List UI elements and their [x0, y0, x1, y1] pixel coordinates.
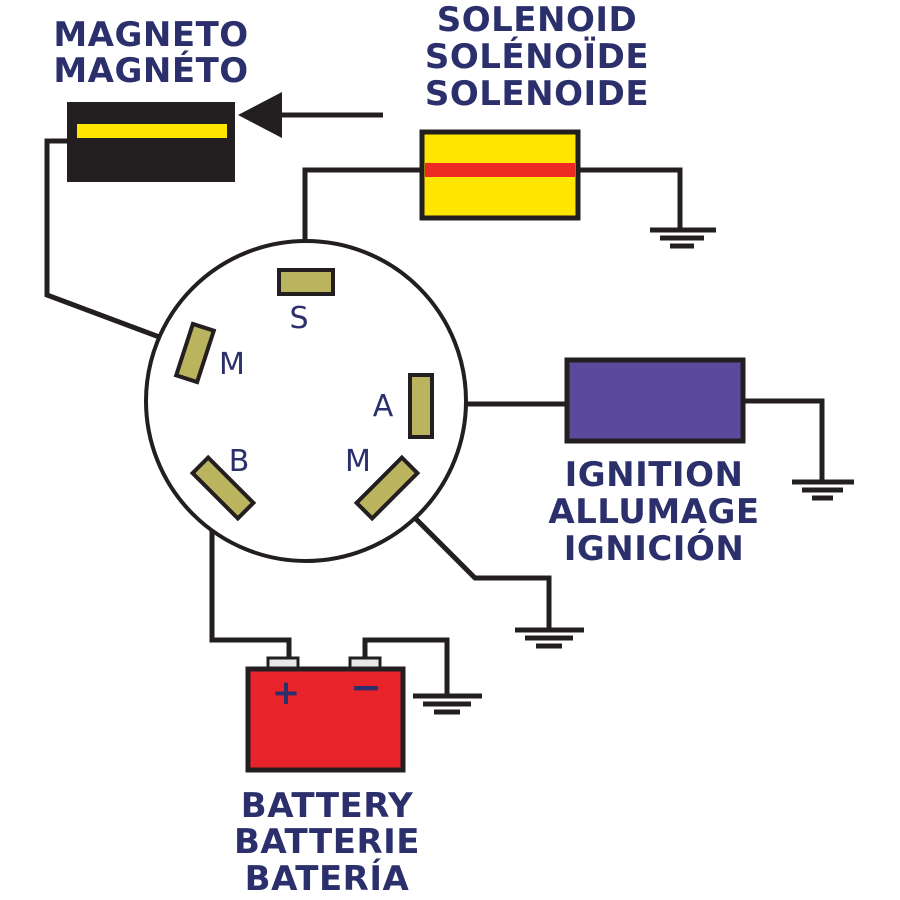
wire-ignition-to-ground — [740, 398, 825, 485]
solenoid-stripe — [425, 163, 575, 177]
battery-label-en: BATTERY — [241, 786, 413, 826]
magneto-stripe — [77, 124, 227, 138]
terminal-m-right — [353, 454, 421, 522]
magneto-label-en: MAGNETO — [53, 15, 248, 55]
wire-magneto-to-m — [44, 138, 190, 351]
wire-battery-to-ground — [362, 637, 450, 699]
wire-b-to-battery — [209, 491, 292, 661]
ignition-label-en: IGNITION — [565, 455, 744, 495]
ignition-label-es: IGNICIÓN — [564, 528, 745, 569]
wire-s-to-solenoid — [302, 167, 427, 273]
terminal-s-label: S — [289, 301, 308, 336]
battery-component: + − — [245, 656, 406, 773]
solenoid-label-en: SOLENOID — [437, 0, 638, 40]
ground-icon — [413, 693, 482, 715]
terminal-b — [189, 454, 257, 522]
terminal-m-left — [173, 321, 217, 385]
terminal-b-label: B — [229, 444, 250, 479]
terminal-m-left-label: M — [219, 347, 245, 382]
ground-icon — [515, 627, 584, 649]
battery-label-es: BATERÍA — [245, 858, 410, 899]
ignition-body — [564, 357, 746, 444]
solenoid-label: SOLENOID SOLÉNOÏDE SOLENOIDE — [425, 0, 649, 114]
solenoid-label-es: SOLENOIDE — [425, 74, 649, 114]
magneto-label-fr: MAGNÉTO — [53, 50, 248, 91]
battery-body — [245, 666, 406, 773]
arrow-solenoid-to-magneto — [238, 92, 383, 138]
magneto-component — [67, 102, 235, 182]
battery-label: BATTERY BATTERIE BATERÍA — [234, 786, 420, 899]
terminal-a — [408, 373, 434, 439]
terminal-s — [277, 268, 335, 296]
battery-label-fr: BATTERIE — [234, 822, 420, 862]
wire-m-to-ground — [386, 489, 552, 633]
magneto-body — [67, 102, 235, 182]
ignition-label: IGNITION ALLUMAGE IGNICIÓN — [548, 455, 759, 569]
wire-solenoid-to-ground — [575, 167, 683, 233]
battery-negative-sign: − — [350, 665, 382, 709]
solenoid-component — [419, 129, 581, 221]
magneto-label: MAGNETO MAGNÉTO — [53, 15, 248, 91]
ground-icon — [792, 479, 854, 501]
ignition-component — [564, 357, 746, 444]
terminal-m-right-label: M — [345, 444, 371, 479]
terminal-a-label: A — [373, 389, 394, 424]
solenoid-label-fr: SOLÉNOÏDE — [425, 36, 649, 77]
ignition-label-fr: ALLUMAGE — [548, 492, 759, 532]
ground-icon — [650, 227, 716, 249]
battery-positive-sign: + — [272, 673, 301, 713]
